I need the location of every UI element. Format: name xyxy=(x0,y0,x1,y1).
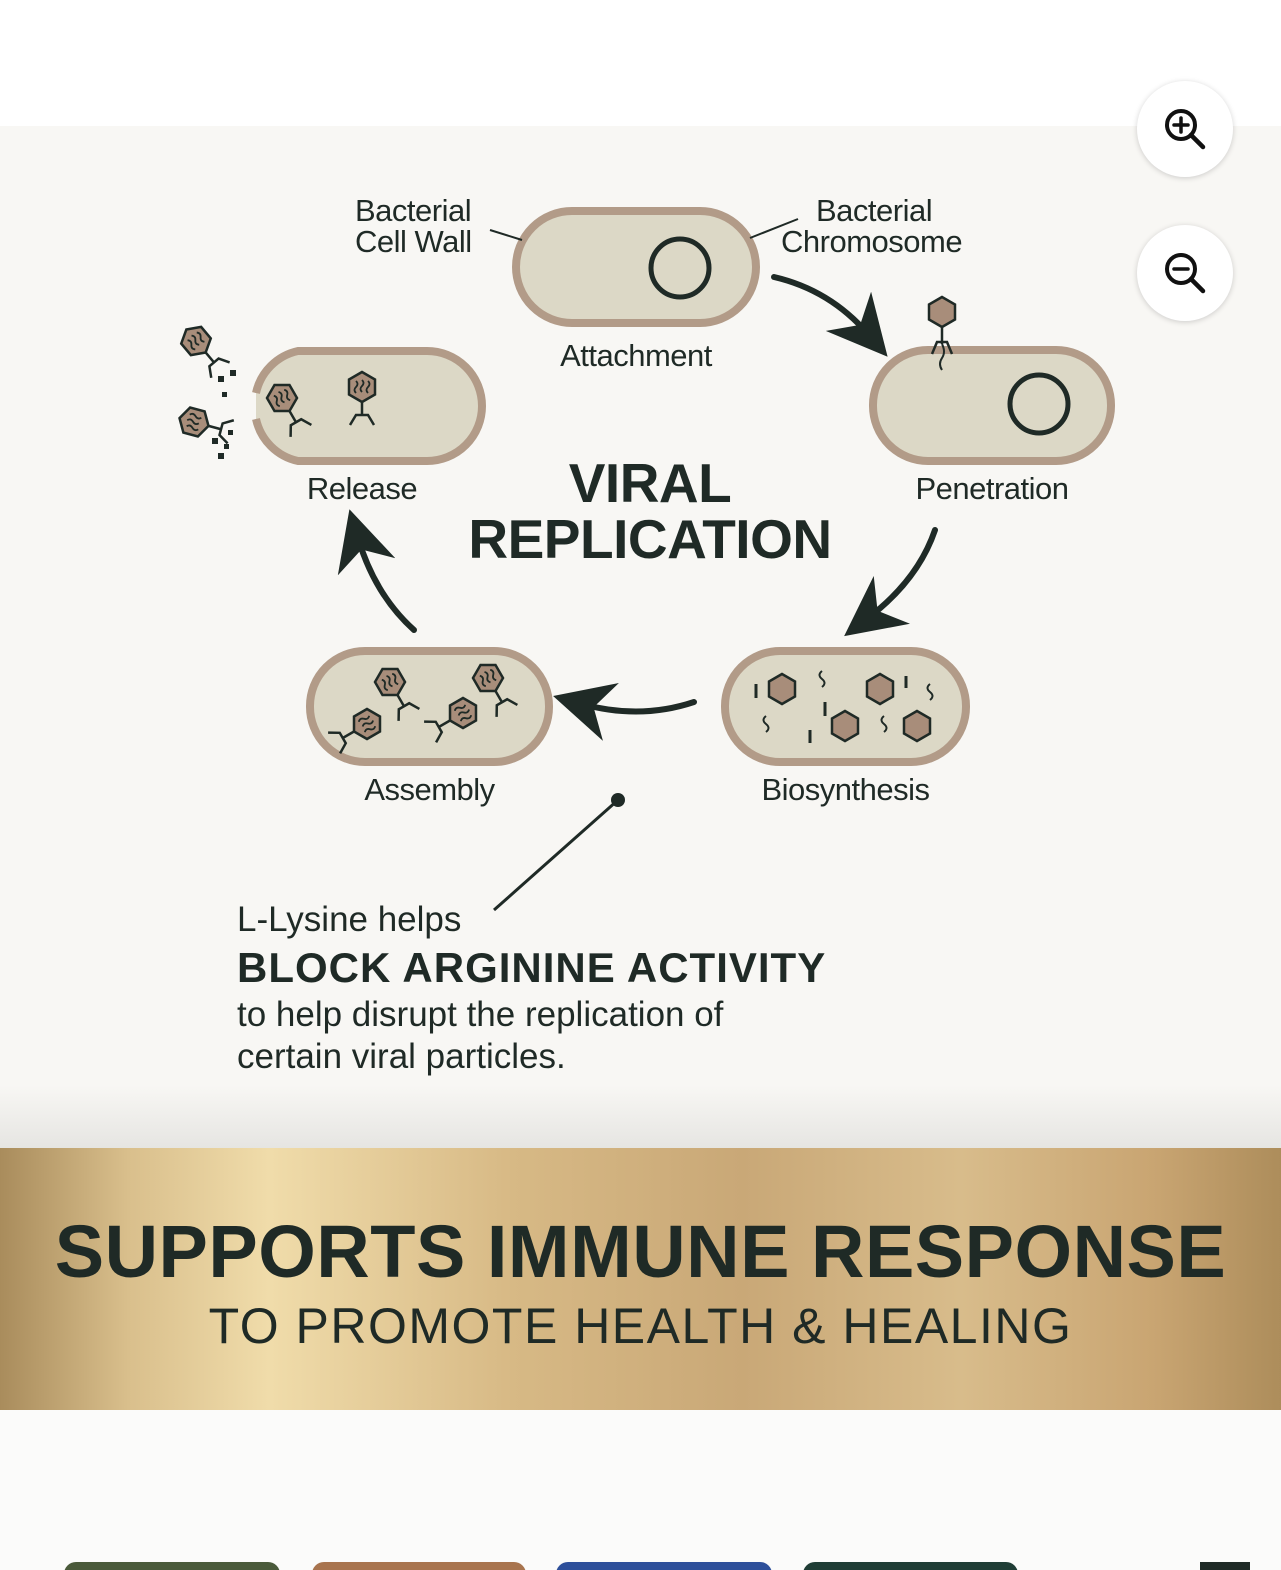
chromosome-pointer xyxy=(749,218,799,239)
note-headline: BLOCK ARGININE ACTIVITY xyxy=(237,944,827,991)
product-thumbnail[interactable] xyxy=(556,1562,772,1570)
benefit-banner: SUPPORTS IMMUNE RESPONSE TO PROMOTE HEAL… xyxy=(0,1148,1281,1410)
top-blank-area xyxy=(0,0,1281,126)
release-label: Release xyxy=(306,471,418,506)
diagram-title-line2: REPLICATION xyxy=(468,508,832,570)
capsid-icon xyxy=(830,709,860,743)
assembly-cell xyxy=(306,647,553,766)
banner-headline: SUPPORTS IMMUNE RESPONSE xyxy=(54,1210,1227,1293)
zoom-in-icon xyxy=(1165,109,1206,150)
panel-fade xyxy=(0,1085,1281,1148)
bottom-area xyxy=(0,1410,1281,1570)
virus-icon xyxy=(927,295,957,371)
release-cell xyxy=(174,319,486,465)
product-thumbnail[interactable] xyxy=(803,1562,1018,1570)
penetration-cell xyxy=(869,295,1115,465)
capsid-icon xyxy=(902,709,932,743)
callout-dot xyxy=(611,793,625,807)
note-body-line1: to help disrupt the replication of xyxy=(237,995,724,1034)
callout-pointer xyxy=(493,798,619,912)
lysine-note: L-Lysine helps BLOCK ARGININE ACTIVITY t… xyxy=(237,898,826,1078)
attachment-label: Attachment xyxy=(560,338,712,373)
penetration-label: Penetration xyxy=(915,471,1069,506)
diagram-title-line1: VIRAL xyxy=(568,452,732,514)
virus-icon xyxy=(175,319,232,380)
product-thumbnail[interactable] xyxy=(312,1562,526,1570)
cycle-arrows xyxy=(337,274,938,741)
viral-replication-diagram xyxy=(174,207,1115,912)
arrow-to-penetration xyxy=(771,274,888,357)
arrow-to-assembly xyxy=(553,683,697,741)
cell-wall-label-line1: Bacterial xyxy=(355,193,472,228)
virus-icon xyxy=(174,404,236,446)
arrow-to-biosynthesis xyxy=(844,527,938,637)
note-intro: L-Lysine helps xyxy=(237,900,462,939)
capsid-icon xyxy=(865,672,895,706)
debris-icons xyxy=(212,370,236,459)
zoom-out-button[interactable] xyxy=(1137,225,1233,321)
chromosome-icon xyxy=(1007,372,1071,436)
dna-strand-icons xyxy=(762,670,934,733)
product-thumbnail[interactable] xyxy=(1200,1562,1250,1570)
chromosome-label-line2: Chromosome xyxy=(781,224,963,259)
cell-wall-label-line2: Cell Wall xyxy=(355,224,472,259)
note-body-line2: certain viral particles. xyxy=(237,1037,566,1076)
zoom-in-button[interactable] xyxy=(1137,81,1233,177)
assembly-label: Assembly xyxy=(364,772,495,807)
chromosome-label-line1: Bacterial xyxy=(816,193,933,228)
biosynthesis-cell xyxy=(721,647,970,766)
biosynthesis-label: Biosynthesis xyxy=(761,772,930,807)
attachment-cell xyxy=(512,207,760,327)
banner-subheadline: TO PROMOTE HEALTH & HEALING xyxy=(208,1298,1073,1354)
chromosome-icon xyxy=(648,236,712,300)
cell-wall-pointer xyxy=(489,229,523,241)
product-thumbnail[interactable] xyxy=(64,1562,280,1570)
capsid-icon xyxy=(767,672,797,706)
arrow-to-release xyxy=(337,509,417,633)
diagram-title: VIRAL REPLICATION xyxy=(440,455,860,567)
tail-fragment-icons xyxy=(754,676,908,743)
zoom-out-icon xyxy=(1165,253,1206,294)
